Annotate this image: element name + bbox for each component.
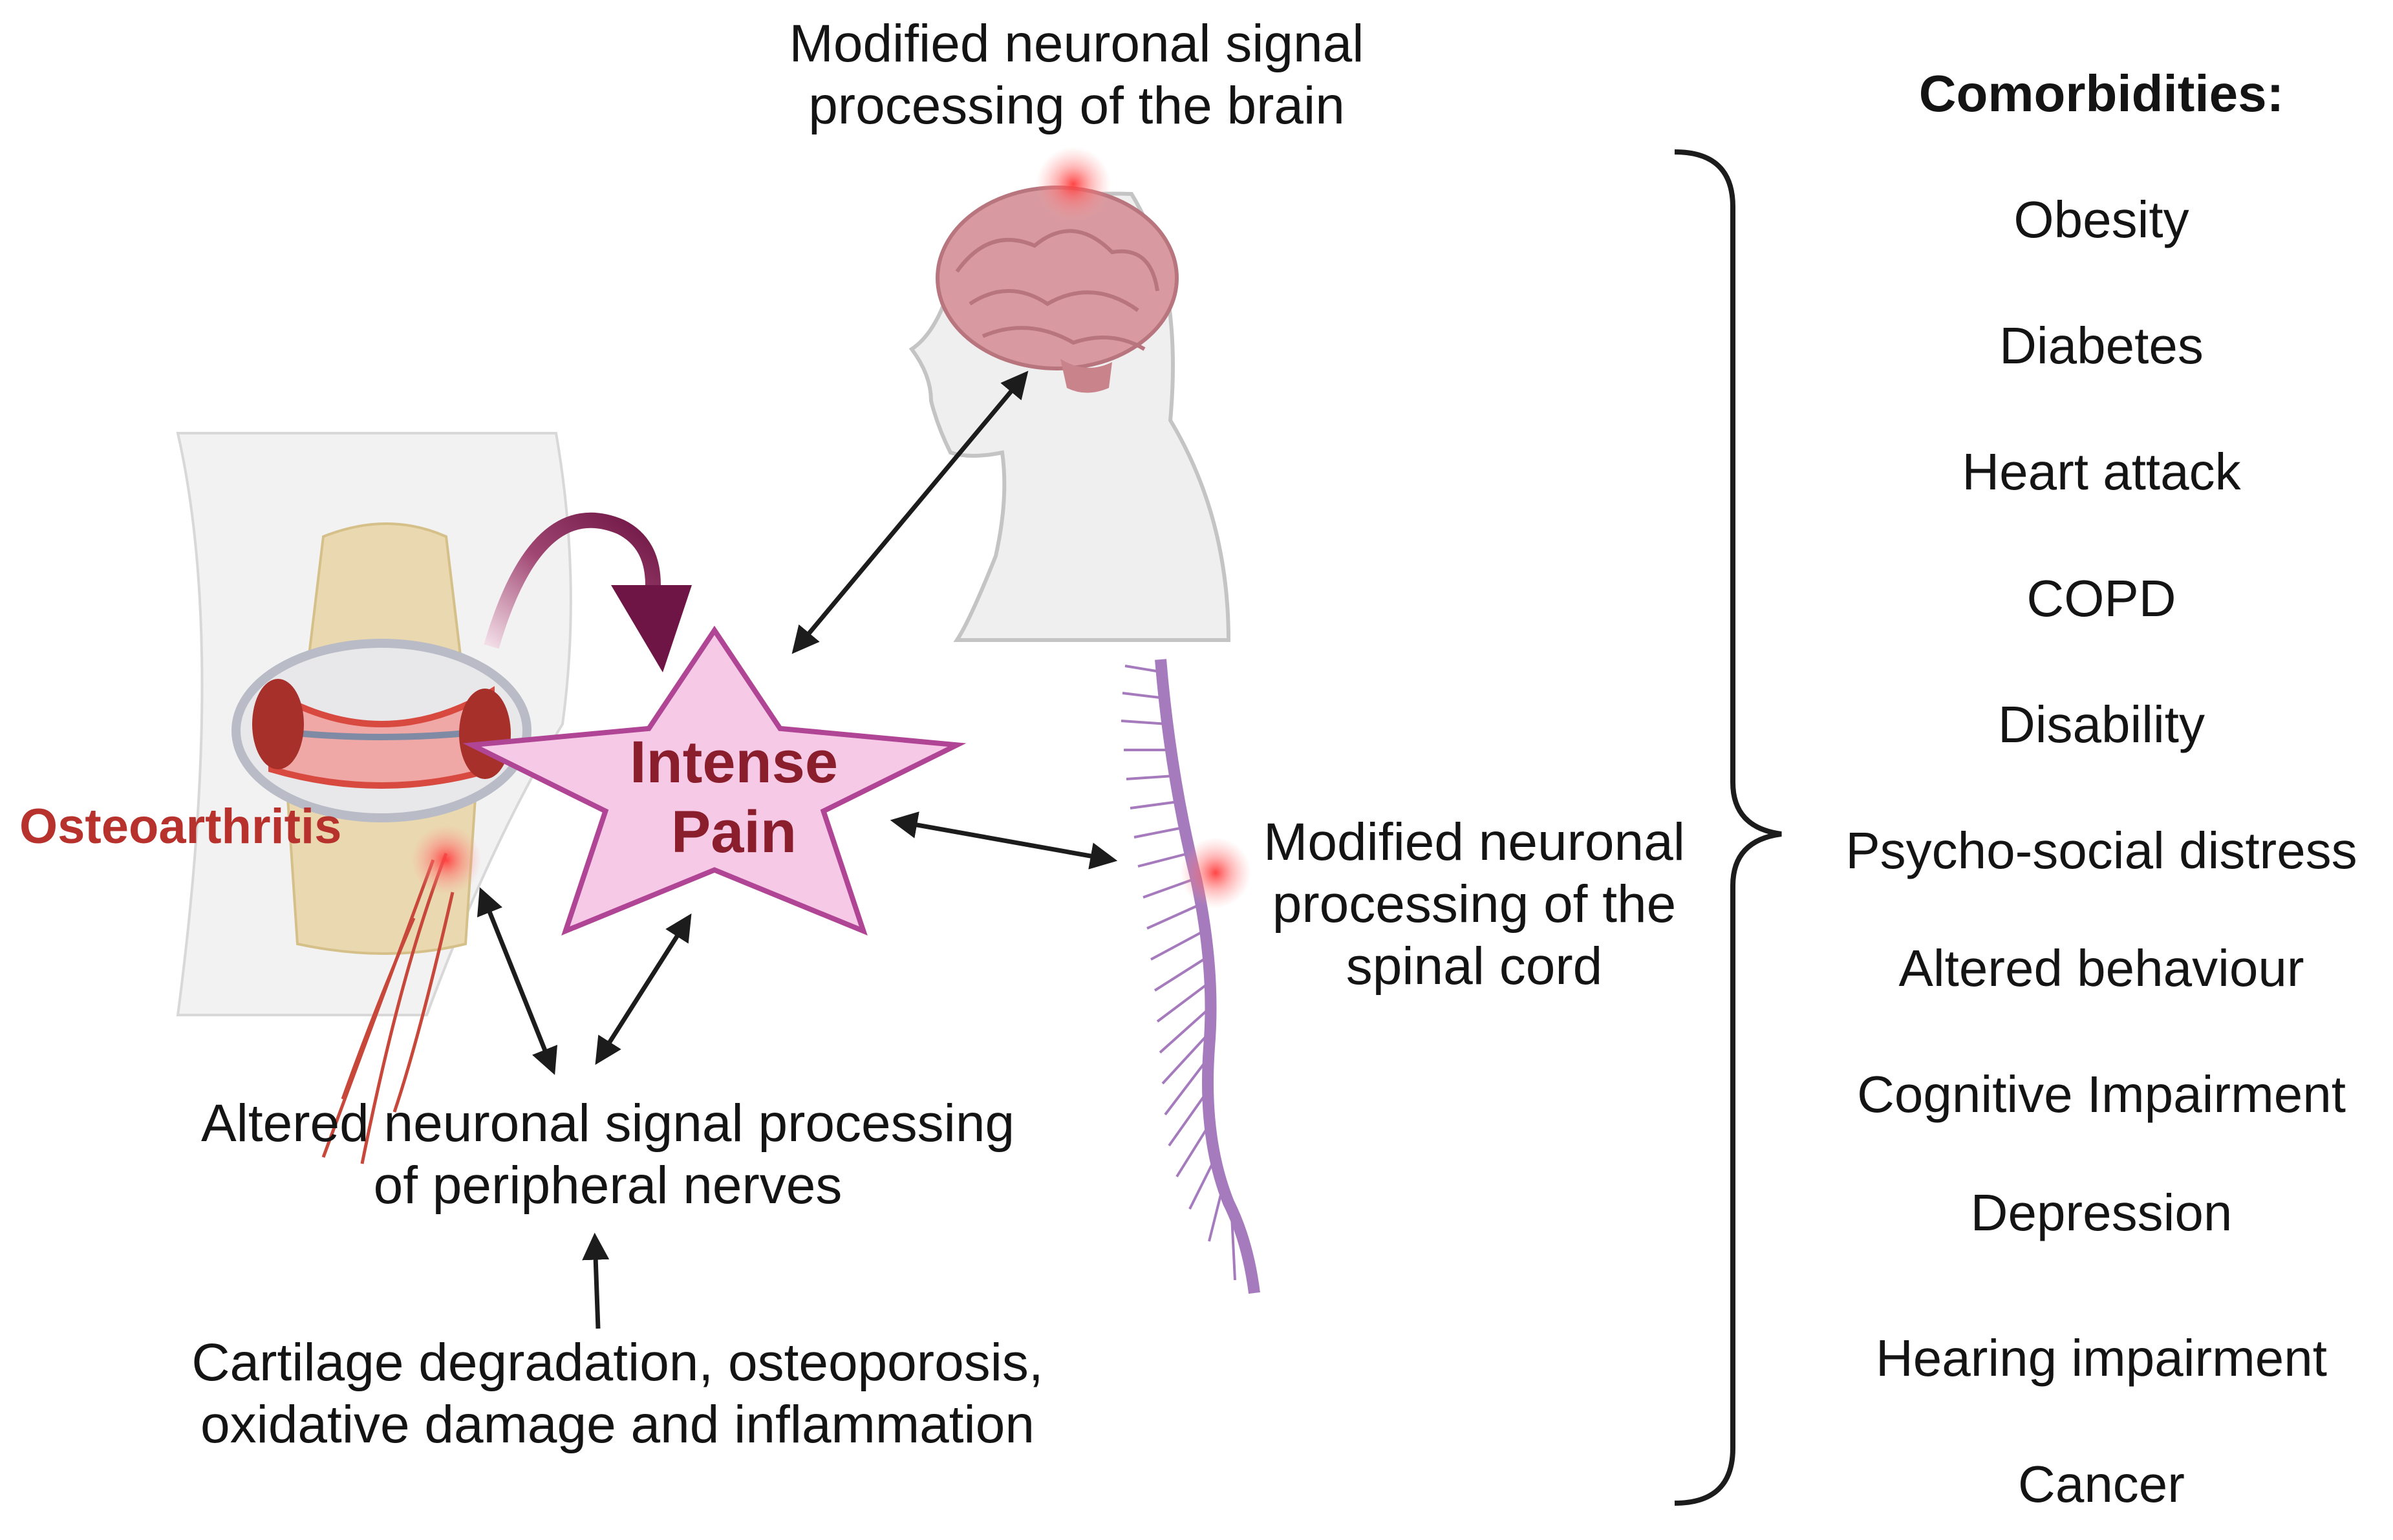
comorbidity-item: Psycho-social distress	[1845, 822, 2357, 879]
spinal-label-line: Modified neuronal	[1263, 813, 1685, 872]
arrow-knee-peripheral	[477, 887, 558, 1075]
comorbidities-title: Comorbidities:	[1918, 65, 2284, 122]
intense-pain-label: Intense Pain	[585, 727, 883, 867]
pain-label-line: Pain	[671, 799, 797, 865]
cause-label-line: oxidative damage and inflammation	[200, 1395, 1035, 1454]
brain-label: Modified neuronal signal processing of t…	[769, 13, 1384, 137]
comorbidity-item: Altered behaviour	[1898, 939, 2304, 997]
intense-pain-star	[462, 625, 967, 936]
brain-label-line: processing of the brain	[808, 76, 1345, 135]
head-brain-illustration	[908, 147, 1231, 642]
comorbidity-item: Cognitive Impairment	[1857, 1065, 2346, 1123]
curved-arrow-knee-to-pain	[484, 512, 692, 672]
peripheral-label-line: of peripheral nerves	[373, 1156, 842, 1215]
arrow-pain-brain	[791, 370, 1029, 654]
peripheral-label: Altered neuronal signal processing of pe…	[175, 1093, 1041, 1217]
spinal-label-line: processing of the	[1272, 875, 1677, 934]
osteoarthritis-label: Osteoarthritis	[19, 799, 342, 854]
comorbidities-brace	[1674, 149, 1782, 1506]
spinal-label-line: spinal cord	[1346, 937, 1603, 996]
spinal-cord-illustration	[1121, 659, 1260, 1294]
peripheral-label-line: Altered neuronal signal processing	[200, 1094, 1015, 1153]
pain-label-line: Intense	[629, 729, 839, 795]
arrow-pain-peripheral	[595, 913, 692, 1065]
arrow-cause-to-peripheral	[582, 1232, 610, 1329]
comorbidity-item: Obesity	[2013, 191, 2189, 248]
comorbidity-item: Hearing impairment	[1875, 1329, 2328, 1387]
comorbidity-item: Diabetes	[1999, 317, 2204, 374]
comorbidity-item: Depression	[1970, 1184, 2233, 1241]
cause-label: Cartilage degradation, osteoporosis, oxi…	[165, 1332, 1070, 1456]
comorbidity-item: Disability	[1997, 696, 2205, 753]
spinal-label: Modified neuronal processing of the spin…	[1248, 811, 1701, 998]
comorbidity-item: COPD	[2026, 570, 2176, 627]
comorbidity-item: Heart attack	[1962, 443, 2241, 500]
cause-label-line: Cartilage degradation, osteoporosis,	[191, 1333, 1044, 1392]
knee-joint-illustration	[176, 432, 572, 1164]
arrow-pain-spinal	[890, 811, 1118, 870]
brain-label-line: Modified neuronal signal	[789, 14, 1364, 73]
comorbidity-item: Cancer	[2018, 1455, 2185, 1513]
